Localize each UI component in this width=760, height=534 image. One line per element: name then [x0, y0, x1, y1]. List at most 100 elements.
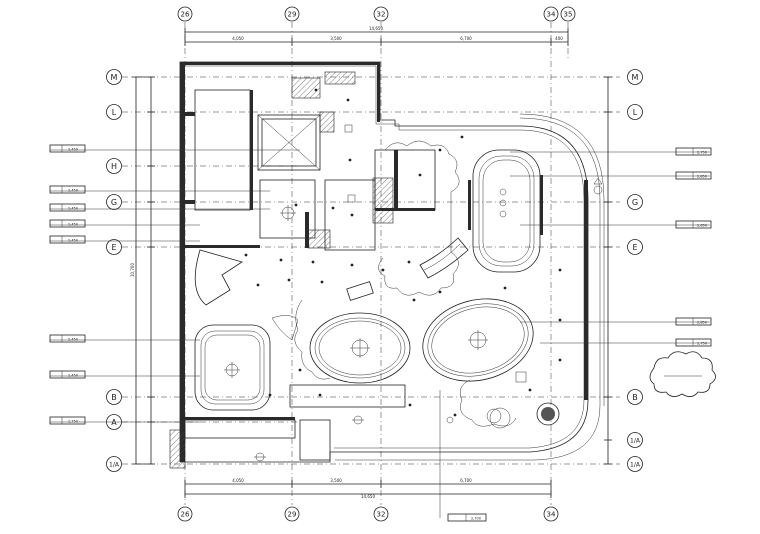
top-dim-seg-3: 6,700 [460, 36, 472, 41]
svg-text:A: A [111, 418, 117, 427]
grid-bubbles-left: M L H G E B A 1/A [106, 69, 122, 472]
svg-text:G: G [111, 198, 117, 207]
ceiling-height-tag: 2,450 [49, 370, 200, 379]
svg-text:34: 34 [547, 11, 556, 19]
svg-text:2,850: 2,850 [697, 175, 707, 179]
svg-text:2,450: 2,450 [68, 338, 78, 342]
curved-counter [346, 237, 469, 301]
svg-text:L: L [112, 108, 117, 117]
right-dimension [604, 76, 612, 465]
svg-text:1/A: 1/A [630, 438, 641, 445]
ceiling-height-tag: 2,450 [49, 203, 270, 212]
bottom-height-tag: 2,700 [439, 390, 487, 522]
grid-bubble: G [106, 194, 122, 210]
irregular-ceiling-shape [194, 249, 299, 341]
svg-text:M: M [111, 73, 118, 82]
ceiling-height-tag: 2,850 [520, 317, 712, 326]
grid-bubbles-right: M L G E B 1/A 1/A [627, 69, 643, 472]
revision-cloud [649, 351, 716, 397]
bottom-dimension: 4,050 3,500 6,700 14,650 [184, 478, 552, 499]
ceiling-height-tag: 2,450 [49, 235, 200, 244]
lower-left-area [169, 384, 406, 469]
svg-text:2,750: 2,750 [68, 420, 78, 424]
grid-bubble: 34 [543, 506, 559, 522]
left-dim-total: 10,700 [130, 263, 135, 277]
grid-bubble: E [627, 239, 643, 255]
ceiling-height-tag: 2,450 [49, 219, 200, 228]
svg-text:2,450: 2,450 [68, 207, 78, 211]
grid-bubble: L [106, 104, 122, 120]
grid-bubble: G [627, 194, 643, 210]
ceiling-height-tag: 2,750 [510, 147, 712, 156]
ceiling-fixtures [254, 124, 603, 462]
grid-bubble: 29 [284, 506, 300, 522]
grid-bubble: 1/A [627, 432, 643, 448]
right-height-tags: 2,750 2,850 2,650 2,850 2,750 [510, 147, 712, 347]
grid-lines [122, 22, 620, 505]
ceiling-height-tag: 2,450 [49, 185, 270, 194]
grid-bubble: 32 [373, 6, 389, 22]
round-column [486, 402, 560, 429]
top-dim-total: 14,650 [369, 26, 383, 31]
svg-text:G: G [632, 198, 638, 207]
bottom-dim-total: 14,650 [361, 494, 375, 499]
left-height-tags: 2,450 2,450 2,450 2,450 2,450 2,450 [49, 144, 300, 425]
grid-bubble: 1/A [106, 456, 122, 472]
grid-bubble: 26 [177, 6, 193, 22]
cloud-features [294, 140, 517, 427]
grid-bubble: 35 [560, 6, 576, 22]
grid-bubble: M [106, 69, 122, 85]
grid-bubbles-bottom: 26 29 32 34 [177, 506, 559, 522]
svg-text:2,700: 2,700 [471, 517, 481, 521]
svg-text:2,450: 2,450 [68, 223, 78, 227]
svg-text:2,750: 2,750 [697, 342, 707, 346]
grid-bubble: H [106, 158, 122, 174]
svg-text:E: E [632, 243, 637, 252]
svg-text:29: 29 [288, 11, 297, 19]
svg-text:E: E [111, 243, 116, 252]
bottom-dim-seg-3: 6,700 [460, 478, 472, 483]
ceiling-height-tag: 2,450 [49, 144, 300, 153]
grid-bubble: 29 [284, 6, 300, 22]
svg-text:26: 26 [181, 511, 190, 519]
top-dimension: 14,650 4,050 3,500 6,700 400 [184, 26, 569, 46]
svg-text:2,850: 2,850 [697, 321, 707, 325]
exterior-walls [179, 61, 605, 463]
grid-bubble: E [106, 239, 122, 255]
svg-text:2,750: 2,750 [697, 151, 707, 155]
svg-text:2,450: 2,450 [68, 148, 78, 152]
svg-text:32: 32 [377, 11, 386, 19]
ceiling-height-tag: 2,450 [49, 334, 200, 343]
svg-text:35: 35 [564, 11, 573, 19]
svg-text:2,650: 2,650 [697, 224, 707, 228]
svg-text:2,450: 2,450 [68, 374, 78, 378]
right-oval-ceiling [422, 298, 534, 382]
grid-bubble: B [627, 389, 643, 405]
svg-text:26: 26 [181, 11, 190, 19]
upper-left-rooms [185, 71, 436, 251]
svg-text:34: 34 [547, 511, 556, 519]
svg-text:M: M [632, 73, 639, 82]
svg-text:32: 32 [377, 511, 386, 519]
top-dim-seg-1: 4,050 [232, 36, 244, 41]
grid-bubble: L [627, 104, 643, 120]
upper-right-rounded-ceiling [468, 149, 543, 273]
ceiling-height-tag: 2,850 [510, 171, 712, 180]
left-dimension: 10,700 [130, 76, 155, 465]
grid-bubble: 32 [373, 506, 389, 522]
svg-text:B: B [632, 393, 638, 402]
svg-text:2,450: 2,450 [68, 189, 78, 193]
downlights [244, 88, 562, 417]
top-dim-seg-4: 400 [555, 36, 563, 41]
svg-text:L: L [633, 108, 638, 117]
center-oval-ceiling [309, 312, 411, 384]
grid-bubbles-top: 26 29 32 34 35 [177, 6, 576, 22]
svg-text:1/A: 1/A [109, 462, 120, 469]
ceiling-height-tag: 2,750 [540, 338, 712, 347]
left-rounded-ceiling [194, 324, 271, 411]
grid-bubble: M [627, 69, 643, 85]
bottom-dim-seg-1: 4,050 [232, 478, 244, 483]
svg-text:2,450: 2,450 [68, 239, 78, 243]
top-dim-seg-2: 3,500 [330, 36, 342, 41]
